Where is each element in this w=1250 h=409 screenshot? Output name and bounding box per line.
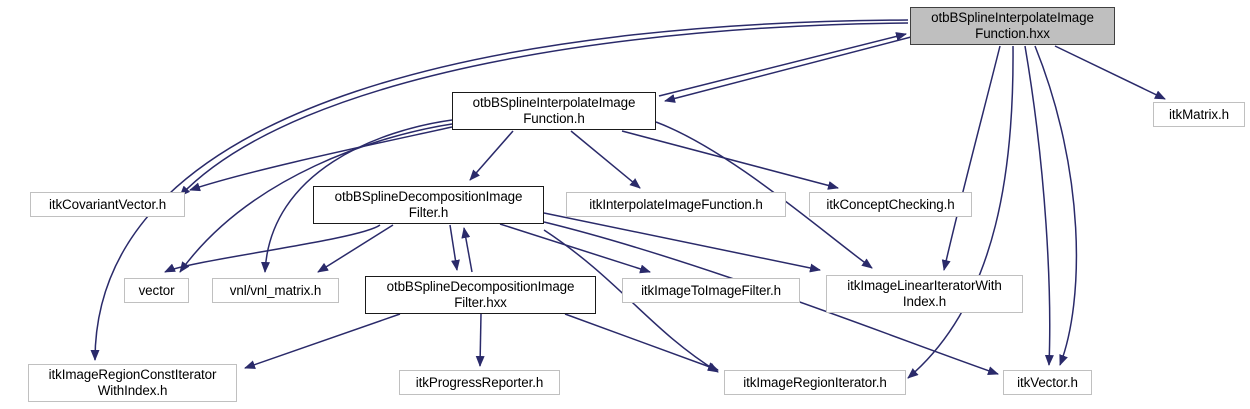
node-label: itkMatrix.h bbox=[1169, 106, 1229, 122]
edge-dechxx-to-regionit bbox=[564, 313, 719, 371]
edge-h-to-interpolate bbox=[570, 130, 641, 189]
edge-dec-to-dechxx bbox=[449, 224, 460, 271]
edge-hxx-to-h bbox=[664, 36, 912, 103]
edge-h-to-covariantvector bbox=[189, 126, 453, 192]
node-itk-interpolate-image-function-h[interactable]: itkInterpolateImageFunction.h bbox=[566, 192, 786, 217]
node-label: itkCovariantVector.h bbox=[48, 196, 167, 212]
node-itk-vector-h[interactable]: itkVector.h bbox=[1003, 370, 1092, 395]
node-itk-concept-checking-h[interactable]: itkConceptChecking.h bbox=[809, 192, 972, 217]
edge-dec-to-linearit bbox=[543, 212, 821, 273]
node-itk-image-linear-iterator-with-index-h[interactable]: itkImageLinearIteratorWith Index.h bbox=[826, 275, 1023, 313]
node-itk-image-region-const-iterator-with-index-h[interactable]: itkImageRegionConstIterator WithIndex.h bbox=[28, 364, 237, 402]
node-itk-covariant-vector-h[interactable]: itkCovariantVector.h bbox=[30, 192, 185, 217]
node-label: itkProgressReporter.h bbox=[415, 374, 544, 390]
edge-hxx-to-itkvector-a bbox=[1024, 45, 1054, 366]
node-otb-bspline-decomposition-image-filter-h[interactable]: otbBSplineDecompositionImage Filter.h bbox=[313, 186, 544, 224]
edge-dechxx-to-constit bbox=[244, 313, 401, 369]
node-itk-matrix-h[interactable]: itkMatrix.h bbox=[1153, 102, 1245, 127]
node-label: otbBSplineDecompositionImage Filter.hxx bbox=[386, 279, 575, 310]
node-otb-bspline-interpolate-image-function-h[interactable]: otbBSplineInterpolateImage Function.h bbox=[452, 92, 656, 130]
node-label: vnl/vnl_matrix.h bbox=[229, 282, 322, 298]
node-label: itkVector.h bbox=[1017, 374, 1078, 390]
edge-h-to-conceptchecking bbox=[621, 130, 839, 190]
node-otb-bspline-decomposition-image-filter-hxx[interactable]: otbBSplineDecompositionImage Filter.hxx bbox=[365, 276, 596, 314]
node-label: otbBSplineInterpolateImage Function.h bbox=[472, 95, 636, 126]
edge-dechxx-to-progress bbox=[475, 313, 485, 367]
node-vnl-vnl-matrix-h[interactable]: vnl/vnl_matrix.h bbox=[212, 278, 339, 303]
node-label: itkImageToImageFilter.h bbox=[641, 282, 781, 298]
edge-h-to-decomposition bbox=[469, 130, 514, 181]
edge-dec-to-imagetoimage bbox=[499, 223, 651, 274]
node-itk-progress-reporter-h[interactable]: itkProgressReporter.h bbox=[399, 370, 560, 395]
node-itk-image-to-image-filter-h[interactable]: itkImageToImageFilter.h bbox=[622, 278, 800, 303]
edge-hxx-to-matrix bbox=[1054, 45, 1166, 100]
node-otb-bspline-interpolate-image-function-hxx[interactable]: otbBSplineInterpolateImage Function.hxx bbox=[910, 7, 1115, 45]
edge-hxx-to-itkvector-b bbox=[1034, 45, 1078, 366]
node-label: otbBSplineDecompositionImage Filter.h bbox=[334, 189, 523, 220]
edge-hxx-to-linearit bbox=[941, 45, 1001, 271]
edge-dec-to-vector bbox=[164, 224, 381, 273]
node-itk-image-region-iterator-h[interactable]: itkImageRegionIterator.h bbox=[724, 370, 906, 395]
node-label: itkImageRegionIterator.h bbox=[743, 374, 887, 390]
edge-dechxx-to-dec bbox=[461, 227, 473, 273]
node-label: itkImageLinearIteratorWith Index.h bbox=[847, 278, 1002, 309]
node-vector[interactable]: vector bbox=[124, 278, 189, 303]
node-label: itkImageRegionConstIterator WithIndex.h bbox=[48, 367, 217, 398]
node-label: itkConceptChecking.h bbox=[826, 196, 955, 212]
edge-h-to-hxx bbox=[658, 32, 907, 97]
node-label: otbBSplineInterpolateImage Function.hxx bbox=[931, 10, 1094, 41]
node-label: vector bbox=[138, 282, 175, 298]
node-label: itkInterpolateImageFunction.h bbox=[589, 196, 763, 212]
edge-dec-to-vnl bbox=[317, 224, 394, 273]
